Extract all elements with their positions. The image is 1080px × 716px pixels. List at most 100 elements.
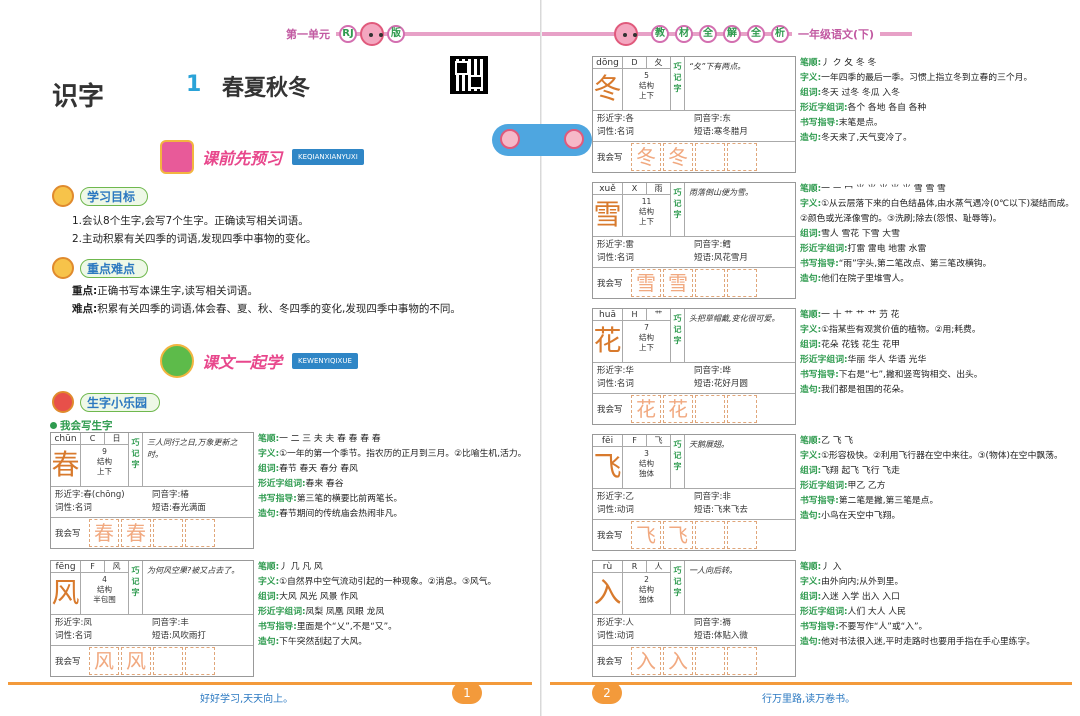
qiao-label: 巧记字: [129, 561, 143, 614]
tongyin-field: 同音字:褥: [694, 618, 731, 628]
header-char-4: 解: [723, 25, 741, 43]
practice-box-2: 春: [121, 519, 151, 547]
owl-icon: [52, 185, 74, 207]
kid-icon: [52, 391, 74, 413]
lion-icon: [52, 257, 74, 279]
practice-box-2: 冬: [663, 143, 693, 171]
char-glyph: 飞: [593, 450, 622, 483]
xjzc-row: 形近字组词:打雷 雷电 地雷 水雷: [800, 244, 927, 254]
bishun-row: 笔顺:一 二 三 夫 夫 春 春 春 春: [258, 434, 381, 444]
char-pinyin: fēng: [51, 561, 80, 573]
practice-box-2: 花: [663, 395, 693, 423]
bishun-row: 笔顺:一 ㇐ 冖 ⺌ ⺌ ⺌ ⺌ ⺌ 雪 雪 雪: [800, 184, 946, 194]
struct-label: 结构: [639, 459, 654, 468]
char-pinyin: rù: [593, 561, 622, 573]
char-pinyin: xuě: [593, 183, 622, 195]
char-struct: 上下: [639, 91, 654, 100]
goal-line-2: 2.主动积累有关四季的词语,发现四季中事物的变化。: [72, 233, 317, 245]
char-info: 笔顺:一 二 三 夫 夫 春 春 春 春 字义:①一年的第一个季节。指农历的正月…: [258, 432, 536, 522]
right-footer: 2 行万里路,读万卷书。: [542, 676, 1080, 716]
key-point-line: 重点:正确书写本课生字,读写相关词语。: [72, 282, 512, 300]
book-mascot-icon: [160, 140, 194, 174]
header-char-3: 全: [699, 25, 717, 43]
struct-label: 结构: [639, 207, 654, 216]
ziyi-row: 字义:①指某些有观赏价值的植物。②用;耗费。: [800, 325, 981, 335]
char-letter: R: [623, 561, 647, 572]
tongyin-field: 同音字:东: [694, 114, 731, 124]
shuxie-row: 书写指导:不要写作“人”或“入”。: [800, 622, 928, 632]
key-label: 重点:: [72, 285, 98, 297]
write-heading: 我会写生字: [50, 418, 113, 433]
qiao-label: 巧记字: [671, 435, 685, 488]
char-radical: 艹: [654, 310, 663, 319]
xjzc-row: 形近字组词:凤梨 凤凰 凤眼 龙凤: [258, 607, 385, 617]
practice-box-1: 冬: [631, 143, 661, 171]
char-pinyin: chūn: [51, 433, 80, 445]
edition-badge: RJ: [339, 25, 357, 43]
practice-box-4: [727, 269, 757, 297]
qr-code-icon[interactable]: [450, 56, 488, 94]
shuxie-row: 书写指导:末笔是点。: [800, 118, 883, 128]
practice-box-4: [185, 647, 215, 675]
struct-label: 结构: [639, 333, 654, 342]
zuci-row: 组词:入迷 入学 出入 入口: [800, 592, 900, 602]
practice-box-2: 风: [121, 647, 151, 675]
duanyu-field: 短语:风吹雨打: [152, 631, 206, 641]
char-radical: 风: [112, 562, 121, 571]
tongyin-field: 同音字:哗: [694, 366, 731, 376]
practice-label: 我会写: [597, 657, 623, 667]
char-letter: H: [623, 309, 647, 320]
tongyin-field: 同音字:丰: [152, 618, 189, 628]
unit-label: 第一单元: [280, 26, 336, 42]
char-strokes: 4: [102, 575, 107, 584]
char-glyph: 入: [593, 576, 622, 609]
page-number-2: 2: [592, 682, 622, 704]
qiao-label: 巧记字: [129, 433, 143, 486]
duanyu-field: 短语:风花雪月: [694, 253, 748, 263]
tongyin-field: 同音字:鳕: [694, 240, 731, 250]
ziyi-row: 字义:一年四季的最后一季。习惯上指立冬到立春的三个月。: [800, 73, 1033, 83]
tongyin-field: 同音字:椿: [152, 490, 189, 500]
grade-label: 一年级语文(下): [792, 26, 881, 42]
struct-label: 结构: [97, 457, 112, 466]
edition-badge-2: 版: [387, 25, 405, 43]
zaoju-row: 造句:春节期间的传统庙会热闹非凡。: [258, 509, 403, 519]
char-mnemonic: 一人向后转。: [689, 566, 737, 575]
char-radical: 夂: [654, 58, 663, 67]
practice-box-1: 入: [631, 647, 661, 675]
practice-box-2: 雪: [663, 269, 693, 297]
char-strokes: 5: [644, 71, 649, 80]
practice-box-3: [153, 519, 183, 547]
cixing-field: 词性:名词: [597, 379, 634, 389]
char-struct: 上下: [97, 467, 112, 476]
left-footer: 好好学习,天天向上。 1: [0, 676, 540, 716]
ziyi-row: 字义:①自然界中空气流动引起的一种现象。②消息。③风气。: [258, 577, 497, 587]
section-characters: 生字小乐园: [52, 390, 161, 414]
practice-box-3: [153, 647, 183, 675]
char-glyph: 冬: [593, 72, 622, 105]
zaoju-row: 造句:他对书法很入迷,平时走路时也要用手指在手心里练字。: [800, 637, 1036, 647]
zaoju-row: 造句:我们都是祖国的花朵。: [800, 385, 910, 395]
char-radical: 日: [112, 434, 121, 443]
char-mnemonic: 头把草帽戴,变化很可爱。: [689, 314, 780, 323]
key-text: 正确书写本课生字,读写相关词语。: [97, 285, 259, 297]
practice-box-1: 花: [631, 395, 661, 423]
page-tab[interactable]: [492, 124, 592, 156]
right-header: 教 材 全 解 全 析 一年级语文(下): [542, 20, 912, 48]
shuxie-row: 书写指导:第二笔是撇,第三笔是点。: [800, 496, 939, 506]
char-glyph: 花: [593, 324, 622, 357]
zuci-row: 组词:花朵 花钱 花生 花甲: [800, 340, 900, 350]
char-strokes: 7: [644, 323, 649, 332]
header-char-5: 全: [747, 25, 765, 43]
section-title: 识字: [52, 82, 105, 112]
char-letter: D: [623, 57, 647, 68]
practice-label: 我会写: [55, 529, 81, 539]
practice-box-3: [695, 143, 725, 171]
practice-box-1: 飞: [631, 521, 661, 549]
duanyu-field: 短语:飞来飞去: [694, 505, 748, 515]
xjzc-row: 形近字组词:春来 春谷: [258, 479, 344, 489]
